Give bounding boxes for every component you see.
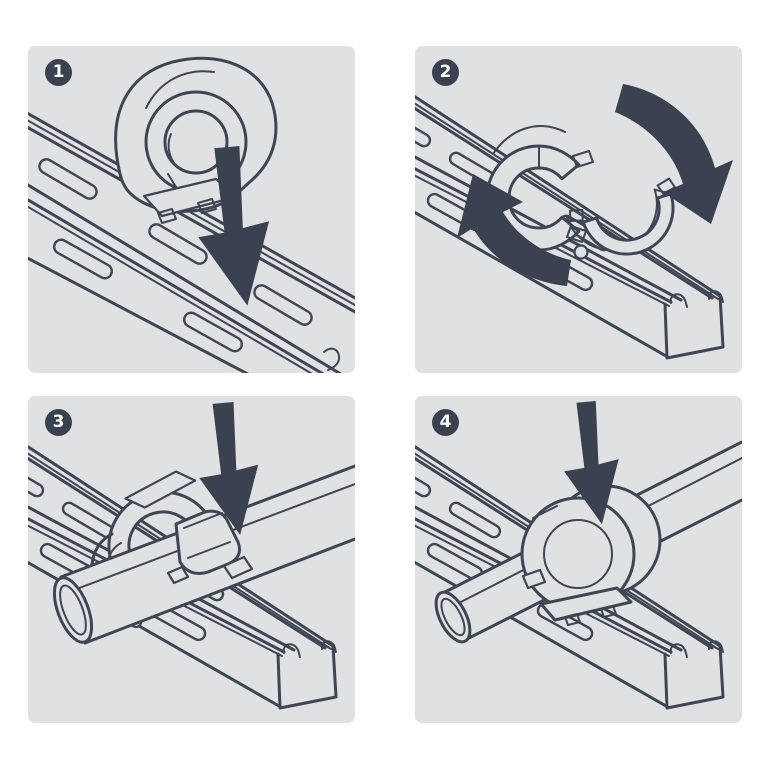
step-panel-1: 1 [28, 46, 355, 373]
step-2-illustration [415, 84, 733, 360]
step-1-illustration [28, 56, 355, 373]
step-panel-4: 4 [415, 396, 742, 723]
pipe-clamp [114, 56, 278, 224]
rotate-arrow-icon [615, 84, 733, 224]
step-number-badge: 1 [45, 59, 72, 86]
step-4-illustration [415, 401, 742, 710]
clamp-bottom-saddle [166, 509, 254, 585]
step-number-badge: 3 [45, 409, 72, 436]
step-3-illustration [28, 402, 355, 710]
pipe-clamp-closed [520, 484, 662, 626]
step-number-badge: 2 [432, 59, 459, 86]
step-number-badge: 4 [432, 409, 459, 436]
hinge [573, 244, 589, 260]
rotate-arrow-icon [457, 174, 571, 286]
step-panel-3: 3 [28, 396, 355, 723]
step-panel-2: 2 [415, 46, 742, 373]
